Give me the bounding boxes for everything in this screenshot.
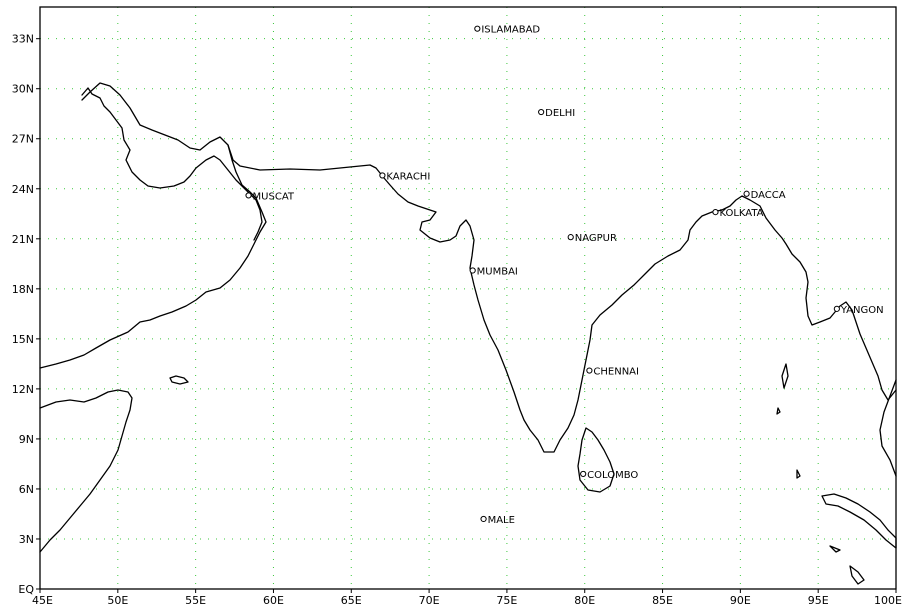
coastlines: [39, 82, 897, 585]
x-tick-label: 45E: [32, 594, 53, 606]
coastline-andaman-islands: [776, 363, 801, 479]
coastline-sumatra-malaya: [821, 493, 897, 585]
city-nagpur: NAGPUR: [567, 233, 617, 244]
city-label: YANGON: [840, 305, 884, 316]
y-tick-label: 24N: [12, 183, 34, 196]
x-tick-label: 55E: [185, 594, 206, 606]
city-marker: [743, 190, 750, 197]
city-label: DACCA: [751, 190, 786, 201]
x-tick-label: 50E: [107, 594, 128, 606]
y-tick-label: EQ: [18, 583, 34, 596]
coastline-arabia-persian-gulf: [81, 82, 897, 453]
y-tick-label: 33N: [12, 33, 34, 46]
city-label: KARACHI: [386, 171, 430, 182]
x-tick-label: 85E: [652, 594, 673, 606]
city-markers: ISLAMABAD DELHI KARACHI MUSCAT DACCA KOLKATA N…: [245, 25, 884, 526]
city-marker: [567, 234, 574, 241]
y-tick-label: 12N: [12, 383, 34, 396]
city-marker: [833, 305, 840, 312]
city-marker: [474, 25, 481, 32]
x-tick-label: 65E: [341, 594, 362, 606]
y-tick-label: 3N: [19, 533, 34, 546]
city-marker: [580, 470, 587, 478]
city-marker: [379, 172, 386, 179]
city-label: ISLAMABAD: [481, 25, 540, 36]
coastline-socotra: [169, 375, 189, 385]
x-axis-ticks: 45E 50E 55E 60E 65E 70E 75E 80E 85E 90E 95E 100E: [32, 589, 902, 606]
city-mumbai: MUMBAI: [469, 266, 518, 277]
city-label: CHENNAI: [593, 367, 639, 378]
x-tick-label: 100E: [874, 594, 902, 606]
y-tick-label: 21N: [12, 233, 34, 246]
coastline-sri-lanka: [577, 427, 615, 493]
graticule: [40, 7, 896, 589]
city-marker: [469, 267, 476, 274]
city-marker: [245, 192, 252, 199]
city-marker: [480, 515, 487, 523]
city-label: MALE: [488, 515, 515, 526]
city-dacca: DACCA: [743, 190, 786, 201]
y-axis-ticks: EQ 3N 6N 9N 12N 15N 18N 21N 24N 27N 30N 33N: [12, 33, 40, 596]
city-kolkata: KOLKATA: [712, 208, 764, 219]
coastline-oman: [39, 144, 267, 369]
y-tick-label: 18N: [12, 283, 34, 296]
city-label: MUMBAI: [477, 266, 518, 277]
city-yangon: YANGON: [833, 305, 884, 316]
city-islamabad: ISLAMABAD: [474, 25, 540, 36]
city-karachi: KARACHI: [379, 171, 430, 182]
city-marker: [538, 108, 545, 116]
city-label: MUSCAT: [253, 191, 295, 202]
city-chennai: CHENNAI: [586, 367, 639, 378]
city-label: DELHI: [545, 108, 575, 119]
x-tick-label: 75E: [496, 594, 517, 606]
coastline-yemen-somalia: [39, 389, 133, 553]
city-marker: [712, 209, 719, 216]
x-tick-label: 80E: [574, 594, 595, 606]
coastline-persia-north: [81, 87, 263, 241]
city-colombo: COLOMBO: [580, 470, 638, 481]
coastline-thailand-east: [879, 379, 897, 477]
y-tick-label: 27N: [12, 133, 34, 146]
y-tick-label: 9N: [19, 433, 34, 446]
city-muscat: MUSCAT: [245, 191, 295, 202]
city-male: MALE: [480, 515, 515, 526]
y-tick-label: 30N: [12, 83, 34, 96]
city-label: NAGPUR: [575, 233, 617, 244]
city-label: COLOMBO: [587, 470, 638, 481]
map-frame: [39, 6, 897, 590]
x-tick-label: 60E: [263, 594, 284, 606]
x-tick-label: 90E: [730, 594, 751, 606]
city-marker: [586, 367, 593, 374]
x-tick-label: 70E: [419, 594, 440, 606]
y-tick-label: 6N: [19, 483, 34, 496]
city-delhi: DELHI: [538, 108, 575, 119]
y-tick-label: 15N: [12, 333, 34, 346]
x-tick-label: 95E: [808, 594, 829, 606]
city-label: KOLKATA: [719, 208, 763, 219]
